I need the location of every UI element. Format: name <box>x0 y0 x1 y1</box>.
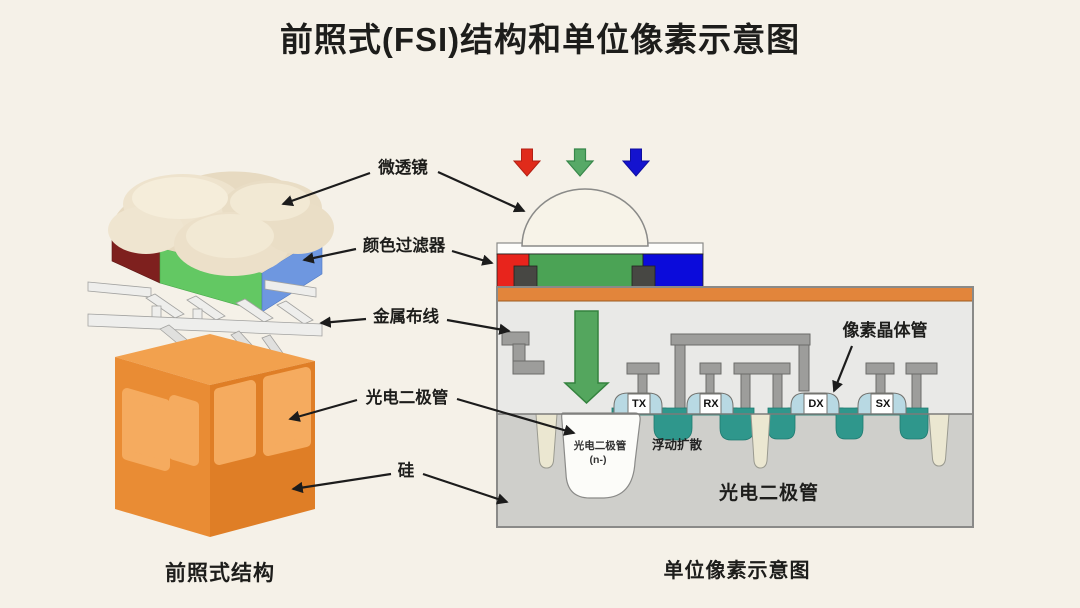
green-light-arrow <box>565 148 595 177</box>
photodiode-n-well <box>561 412 641 499</box>
gate-label-sx: SX <box>875 398 891 410</box>
label-metal-wiring: 金属布线 <box>373 308 439 326</box>
blue-light-arrow <box>621 148 651 177</box>
gate-label-rx: RX <box>703 398 719 410</box>
photodiode-patches <box>122 367 311 471</box>
label-photodiode-n-line1: 光电二极管 <box>573 440 627 452</box>
label-microlens: 微透镜 <box>378 159 428 177</box>
gate-label-dx: DX <box>808 398 824 410</box>
microlens-cap <box>108 171 334 276</box>
cross-section-figure <box>496 148 974 528</box>
label-silicon: 硅 <box>397 462 415 480</box>
left-3d-figure <box>87 171 334 537</box>
microlens-dome <box>521 188 649 247</box>
page-title: 前照式(FSI)结构和单位像素示意图 <box>279 21 801 58</box>
color-filter-row <box>496 253 704 288</box>
label-pixel-transistor: 像素晶体管 <box>842 321 928 340</box>
incident-light-arrows <box>512 148 651 177</box>
red-light-arrow <box>512 148 542 177</box>
gate-label-tx: TX <box>631 398 647 410</box>
section-border <box>496 286 974 528</box>
label-floating-diffusion: 浮动扩散 <box>651 438 703 452</box>
label-photodiode-substrate: 光电二极管 <box>718 483 820 504</box>
caption-left-figure: 前照式结构 <box>165 562 275 585</box>
annotation-arrows <box>281 170 854 505</box>
light-path-arrow <box>563 310 610 405</box>
label-photodiode: 光电二极管 <box>365 389 449 407</box>
label-color-filter: 颜色过滤器 <box>362 237 446 255</box>
silicon-cube <box>115 334 315 537</box>
pixel-transistors <box>613 392 907 415</box>
caption-right-figure: 单位像素示意图 <box>663 560 811 582</box>
top-orange-layer <box>496 286 974 302</box>
label-photodiode-n-line2: (n-) <box>589 454 607 466</box>
